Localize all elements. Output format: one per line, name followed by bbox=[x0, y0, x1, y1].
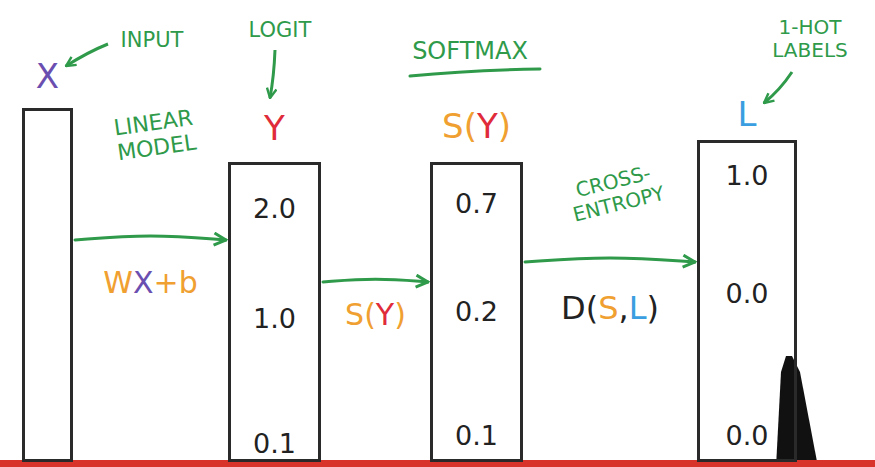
vector-value: 1.0 bbox=[726, 160, 769, 191]
vector-value: 1.0 bbox=[253, 303, 296, 334]
vector-box: S(Y)0.70.20.1 bbox=[430, 162, 523, 462]
vector-name: X bbox=[36, 57, 59, 96]
flow-arrow bbox=[323, 279, 428, 282]
vector-name: L bbox=[738, 95, 757, 134]
annotation: CROSS-ENTROPY bbox=[556, 157, 676, 229]
leader-line bbox=[270, 50, 275, 98]
flow-arrow bbox=[75, 236, 226, 240]
vector-value: 0.1 bbox=[253, 428, 296, 459]
annotation: LINEAR MODEL bbox=[93, 102, 217, 169]
underline bbox=[410, 69, 540, 76]
pen bbox=[776, 356, 818, 467]
vector-value: 0.0 bbox=[726, 420, 769, 451]
annotation: INPUT bbox=[112, 28, 192, 52]
vector-value: 0.7 bbox=[455, 188, 498, 219]
flow-arrow bbox=[525, 258, 695, 262]
vector-value: 0.2 bbox=[455, 296, 498, 327]
leader-line bbox=[66, 44, 108, 66]
vector-value: 0.1 bbox=[455, 420, 498, 451]
formula-label: S(Y) bbox=[343, 298, 408, 333]
vector-value: 0.0 bbox=[726, 278, 769, 309]
formula-label: D(S,L) bbox=[559, 290, 661, 327]
annotation: LOGIT bbox=[240, 18, 320, 42]
vector-box: L1.00.00.0 bbox=[697, 140, 797, 462]
vector-name: Y bbox=[264, 109, 285, 148]
vector-name: S(Y) bbox=[442, 107, 511, 146]
annotation: SOFTMAX bbox=[405, 38, 535, 66]
vector-value: 2.0 bbox=[253, 193, 296, 224]
formula-label: WX+b bbox=[101, 266, 199, 301]
vector-box: Y2.01.00.1 bbox=[228, 162, 321, 462]
vector-box: X bbox=[22, 108, 73, 462]
leader-line bbox=[764, 72, 792, 103]
annotation: 1-HOT LABELS bbox=[758, 16, 862, 62]
